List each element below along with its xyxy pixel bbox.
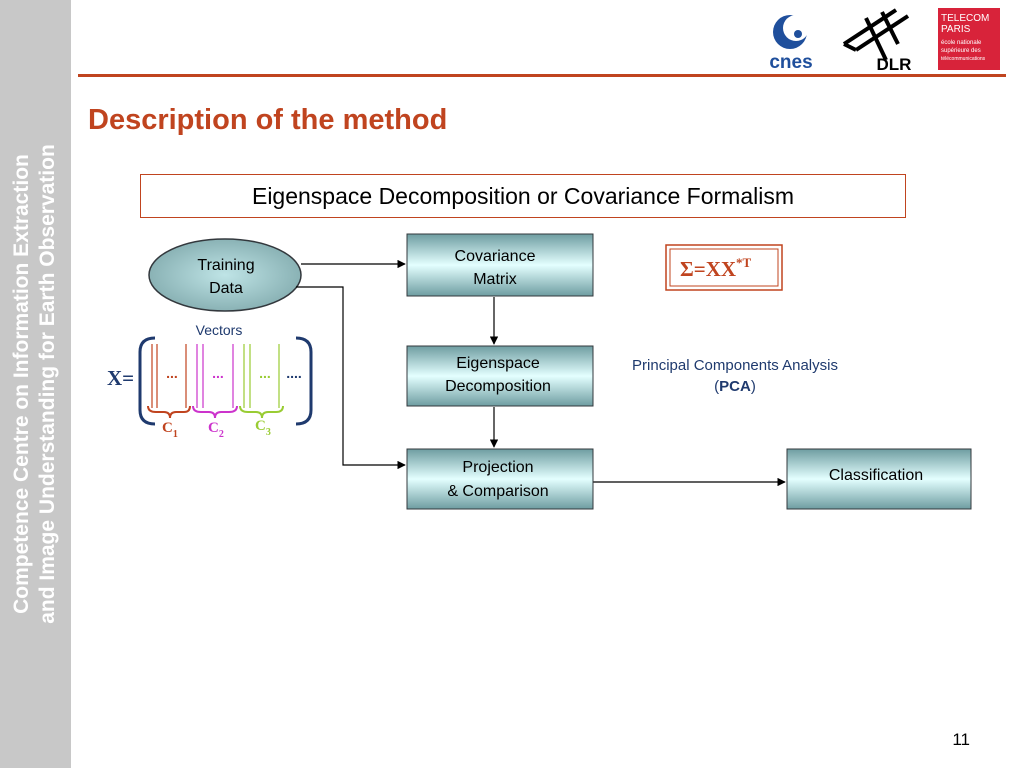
telecom-line-1: TELECOM [941,13,989,24]
pca-abbr: PCA [719,378,751,395]
eigenspace-label-2: Decomposition [445,378,551,395]
sidebar: Competence Centre on Information Extract… [0,0,71,768]
c1-label: C1 [162,420,178,440]
page-number: 11 [952,730,970,749]
svg-text:Σ=XX*T: Σ=XX*T [680,255,752,281]
telecom-sub-2: supérieure des [941,48,981,54]
connectors [296,259,786,487]
cnes-logo: cnes [769,15,813,72]
telecom-line-2: PARIS [941,24,971,35]
subtitle: Eigenspace Decomposition or Covariance F… [251,182,794,209]
eigenspace-node: Eigenspace Decomposition [406,345,594,407]
classification-label: Classification [829,467,923,484]
covariance-label-1: Covariance [455,248,536,265]
class-c1-columns [151,344,187,408]
pca-open-paren: ( [714,378,719,395]
subtitle-box: Eigenspace Decomposition or Covariance F… [140,174,906,218]
vector-matrix: Vectors X= ... ... ... .... C1 C2 C3 [107,322,313,440]
matrix-left-bracket [138,336,156,426]
extra-dots: .... [286,365,302,381]
arrow-training-to-projection [296,286,406,470]
header-divider [78,74,1006,77]
c2-label: C2 [208,420,224,440]
projection-label-2: & Comparison [447,483,548,500]
c2-letter: C [208,420,219,436]
telecom-sub-3: télécommunications [941,56,986,62]
projection-label-1: Projection [462,459,533,476]
pca-line-1: Principal Components Analysis [632,357,838,374]
matrix-right-bracket [295,336,313,426]
covariance-formula: Σ=XX*T [665,244,783,291]
pca-close-paren: ) [751,378,756,395]
dlr-wordmark: DLR [877,55,912,72]
c2-subscript: 2 [219,429,224,440]
training-label-2: Data [209,280,243,297]
c3-subscript: 3 [266,427,271,438]
dlr-logo: DLR [842,8,912,72]
formula-superscript: *T [736,255,752,270]
page-title: Description of the method [88,104,448,136]
telecom-sub-1: école nationale [941,40,982,46]
c3-letter: C [255,418,266,434]
class-c2-columns [196,344,234,408]
cnes-wordmark: cnes [769,52,812,72]
training-label-1: Training [197,257,254,274]
c2-dots: ... [212,365,224,381]
c3-brace [239,405,284,419]
eigenspace-label-1: Eigenspace [456,355,540,372]
projection-node: Projection & Comparison [406,448,594,510]
vectors-label: Vectors [196,322,243,338]
c1-letter: C [162,420,173,436]
c1-dots: ... [166,365,178,381]
training-data-node: Training Data [148,238,302,312]
classification-node: Classification [786,448,972,510]
formula-main: Σ=XX [680,257,736,281]
svg-text:(PCA): (PCA) [714,378,756,395]
class-c3-columns [243,344,280,408]
matrix-prefix: X= [107,366,134,390]
c2-brace [192,405,238,419]
telecom-paris-logo: TELECOM PARIS école nationale supérieure… [938,8,1000,70]
c1-brace [147,405,191,419]
c1-subscript: 1 [173,429,178,440]
c3-dots: ... [259,365,271,381]
covariance-matrix-node: Covariance Matrix [406,233,594,297]
c3-label: C3 [255,418,271,438]
covariance-label-2: Matrix [473,271,517,288]
pca-note: Principal Components Analysis (PCA) [632,357,838,395]
